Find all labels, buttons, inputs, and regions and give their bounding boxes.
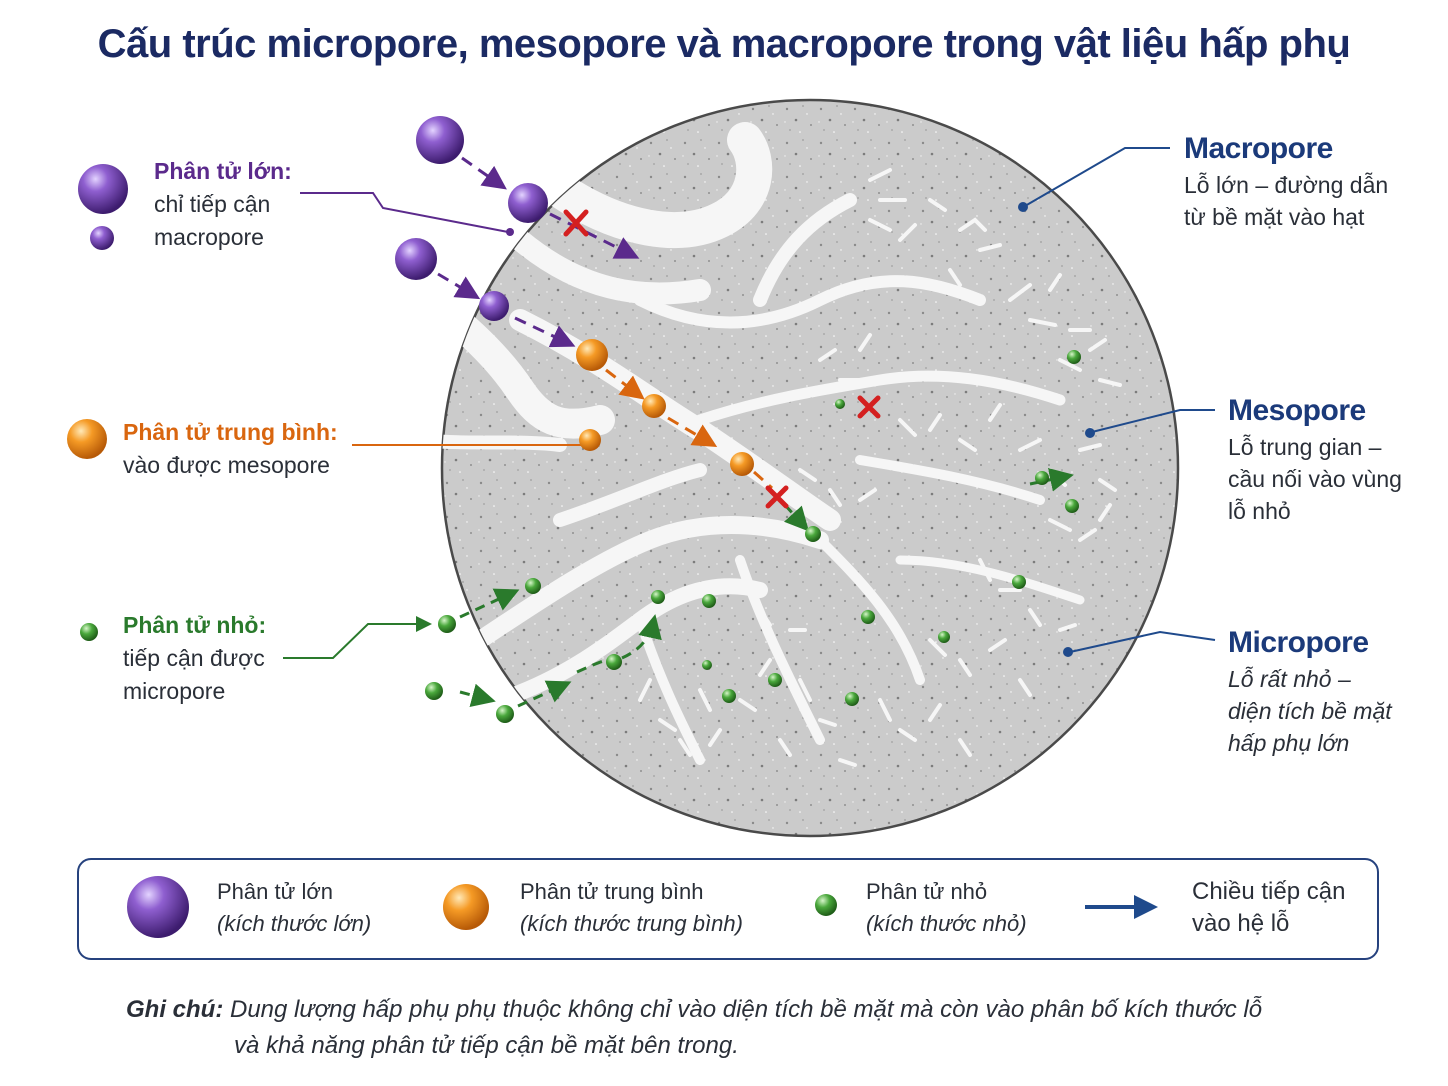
label-medium-molecule: Phân tử trung bình: vào được mesopore: [123, 416, 338, 482]
label-mesopore: Mesopore Lỗ trung gian – cầu nối vào vùn…: [1228, 391, 1402, 527]
large-molecule-paths: [437, 156, 640, 348]
page-title: Cấu trúc micropore, mesopore và macropor…: [97, 22, 1351, 66]
label-mesopore-head: Mesopore: [1228, 394, 1366, 427]
medium-molecule-path: [605, 368, 773, 490]
label-large-line1: chỉ tiếp cận: [154, 191, 271, 217]
label-micropore-line1: Lỗ rất nhỏ –: [1228, 666, 1351, 692]
label-macropore-head: Macropore: [1184, 132, 1333, 165]
legend-arrow-line1: Chiều tiếp cận: [1192, 878, 1346, 905]
legend-large-name: Phân tử lớn: [217, 879, 333, 904]
legend-medium: Phân tử trung bình (kích thước trung bìn…: [520, 876, 743, 940]
leader-micropore: [1069, 630, 1216, 653]
label-micropore: Micropore Lỗ rất nhỏ – diện tích bề mặt …: [1228, 623, 1392, 759]
legend-icons: [127, 876, 1158, 938]
leader-small: [283, 616, 432, 659]
label-macropore-line1: Lỗ lớn – đường dẫn: [1184, 172, 1389, 198]
medium-molecules: [67, 339, 754, 476]
leader-mesopore: [1091, 409, 1215, 433]
label-micropore-line2: diện tích bề mặt: [1228, 698, 1392, 724]
label-micropore-line3: hấp phụ lớn: [1228, 730, 1350, 756]
footnote: Ghi chú: Dung lượng hấp phụ phụ thuộc kh…: [126, 992, 1262, 1064]
footnote-line2: và khả năng phân tử tiếp cận bề mặt bên …: [234, 1032, 739, 1059]
small-molecules: [80, 350, 1081, 723]
legend-medium-size: (kích thước trung bình): [520, 911, 743, 936]
label-macropore-line2: từ bề mặt vào hạt: [1184, 204, 1365, 230]
label-small-line1: tiếp cận được: [123, 645, 265, 671]
label-large-molecule: Phân tử lớn: chỉ tiếp cận macropore: [154, 155, 292, 254]
label-macropore: Macropore Lỗ lớn – đường dẫn từ bề mặt v…: [1184, 129, 1388, 233]
legend-medium-icon: [443, 884, 489, 930]
blocked-mark: [563, 209, 881, 509]
label-small-head: Phân tử nhỏ:: [123, 612, 267, 638]
label-mesopore-line1: Lỗ trung gian –: [1228, 434, 1382, 460]
legend-small-icon: [815, 894, 837, 916]
label-large-head: Phân tử lớn:: [154, 158, 292, 184]
label-large-line2: macropore: [154, 224, 264, 250]
legend-large: Phân tử lớn (kích thước lớn): [217, 876, 371, 940]
legend-box: [77, 858, 1379, 960]
label-small-molecule: Phân tử nhỏ: tiếp cận được micropore: [123, 609, 266, 708]
leader-large: [300, 192, 509, 233]
legend-large-size: (kích thước lớn): [217, 911, 372, 936]
footnote-line1: Dung lượng hấp phụ phụ thuộc không chỉ v…: [230, 996, 1263, 1023]
legend-small-name: Phân tử nhỏ: [866, 879, 988, 904]
legend-arrow: Chiều tiếp cận vào hệ lỗ: [1192, 876, 1345, 940]
micropore-branches: [638, 168, 1122, 767]
label-micropore-head: Micropore: [1228, 626, 1369, 659]
label-medium-line1: vào được mesopore: [123, 452, 330, 478]
legend-small-size: (kích thước nhỏ): [866, 911, 1027, 936]
footnote-label: Ghi chú:: [126, 996, 224, 1023]
label-mesopore-line3: lỗ nhỏ: [1228, 498, 1291, 524]
label-small-line2: micropore: [123, 678, 226, 704]
large-molecules: [78, 116, 548, 321]
label-medium-head: Phân tử trung bình:: [123, 419, 338, 445]
legend-large-icon: [127, 876, 189, 938]
legend-medium-name: Phân tử trung bình: [520, 879, 704, 904]
leader-macropore: [1024, 147, 1170, 207]
legend-small: Phân tử nhỏ (kích thước nhỏ): [866, 876, 1027, 940]
label-mesopore-line2: cầu nối vào vùng: [1228, 466, 1402, 492]
legend-arrow-line2: vào hệ lỗ: [1192, 910, 1290, 937]
small-molecule-paths: [459, 467, 1074, 708]
